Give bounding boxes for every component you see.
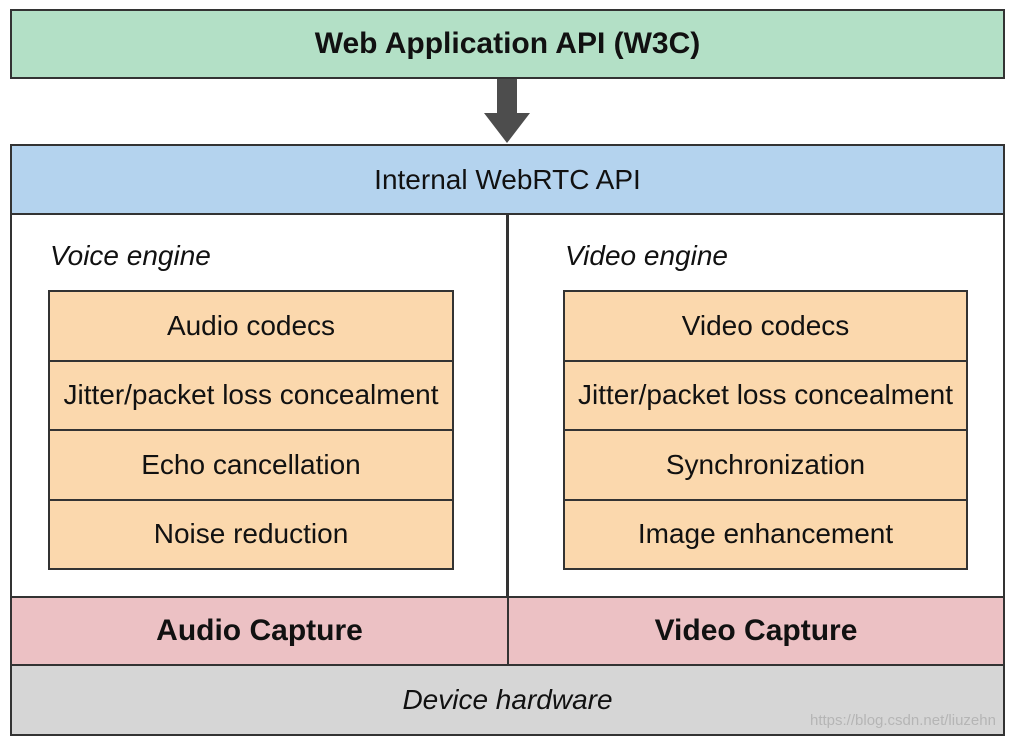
internal-webrtc-api-label: Internal WebRTC API bbox=[374, 163, 641, 195]
voice-engine-title: Voice engine bbox=[50, 240, 211, 271]
image-enhancement-component: Image enhancement bbox=[565, 498, 966, 569]
device-hardware-layer: Device hardware bbox=[10, 664, 1005, 736]
video-engine-title: Video engine bbox=[565, 240, 728, 271]
audio-codecs-component: Audio codecs bbox=[166, 309, 336, 341]
down-arrow-icon bbox=[482, 79, 532, 145]
web-application-api-layer: Web Application API (W3C) bbox=[10, 9, 1005, 79]
video-jitter-concealment-component: Jitter/packet loss concealment bbox=[565, 359, 966, 430]
audio-capture-label: Audio Capture bbox=[156, 614, 363, 647]
internal-webrtc-api-layer: Internal WebRTC API bbox=[10, 144, 1005, 215]
echo-cancellation-component: Echo cancellation bbox=[50, 429, 452, 499]
video-capture-layer: Video Capture bbox=[507, 596, 1005, 666]
voice-engine-components: Audio codecs Jitter/packet loss concealm… bbox=[48, 290, 454, 570]
engine-divider bbox=[506, 214, 509, 665]
audio-jitter-concealment-component: Jitter/packet loss concealment bbox=[50, 359, 452, 430]
watermark: https://blog.csdn.net/liuzehn bbox=[810, 712, 996, 729]
synchronization-component: Synchronization bbox=[565, 429, 966, 499]
device-hardware-label: Device hardware bbox=[402, 684, 613, 715]
audio-capture-layer: Audio Capture bbox=[10, 596, 509, 666]
web-application-api-label: Web Application API (W3C) bbox=[314, 27, 701, 60]
noise-reduction-component: Noise reduction bbox=[50, 498, 452, 569]
video-codecs-component: Video codecs bbox=[681, 309, 850, 341]
video-capture-label: Video Capture bbox=[654, 614, 858, 647]
video-engine-components: Video codecs Jitter/packet loss concealm… bbox=[563, 290, 968, 570]
